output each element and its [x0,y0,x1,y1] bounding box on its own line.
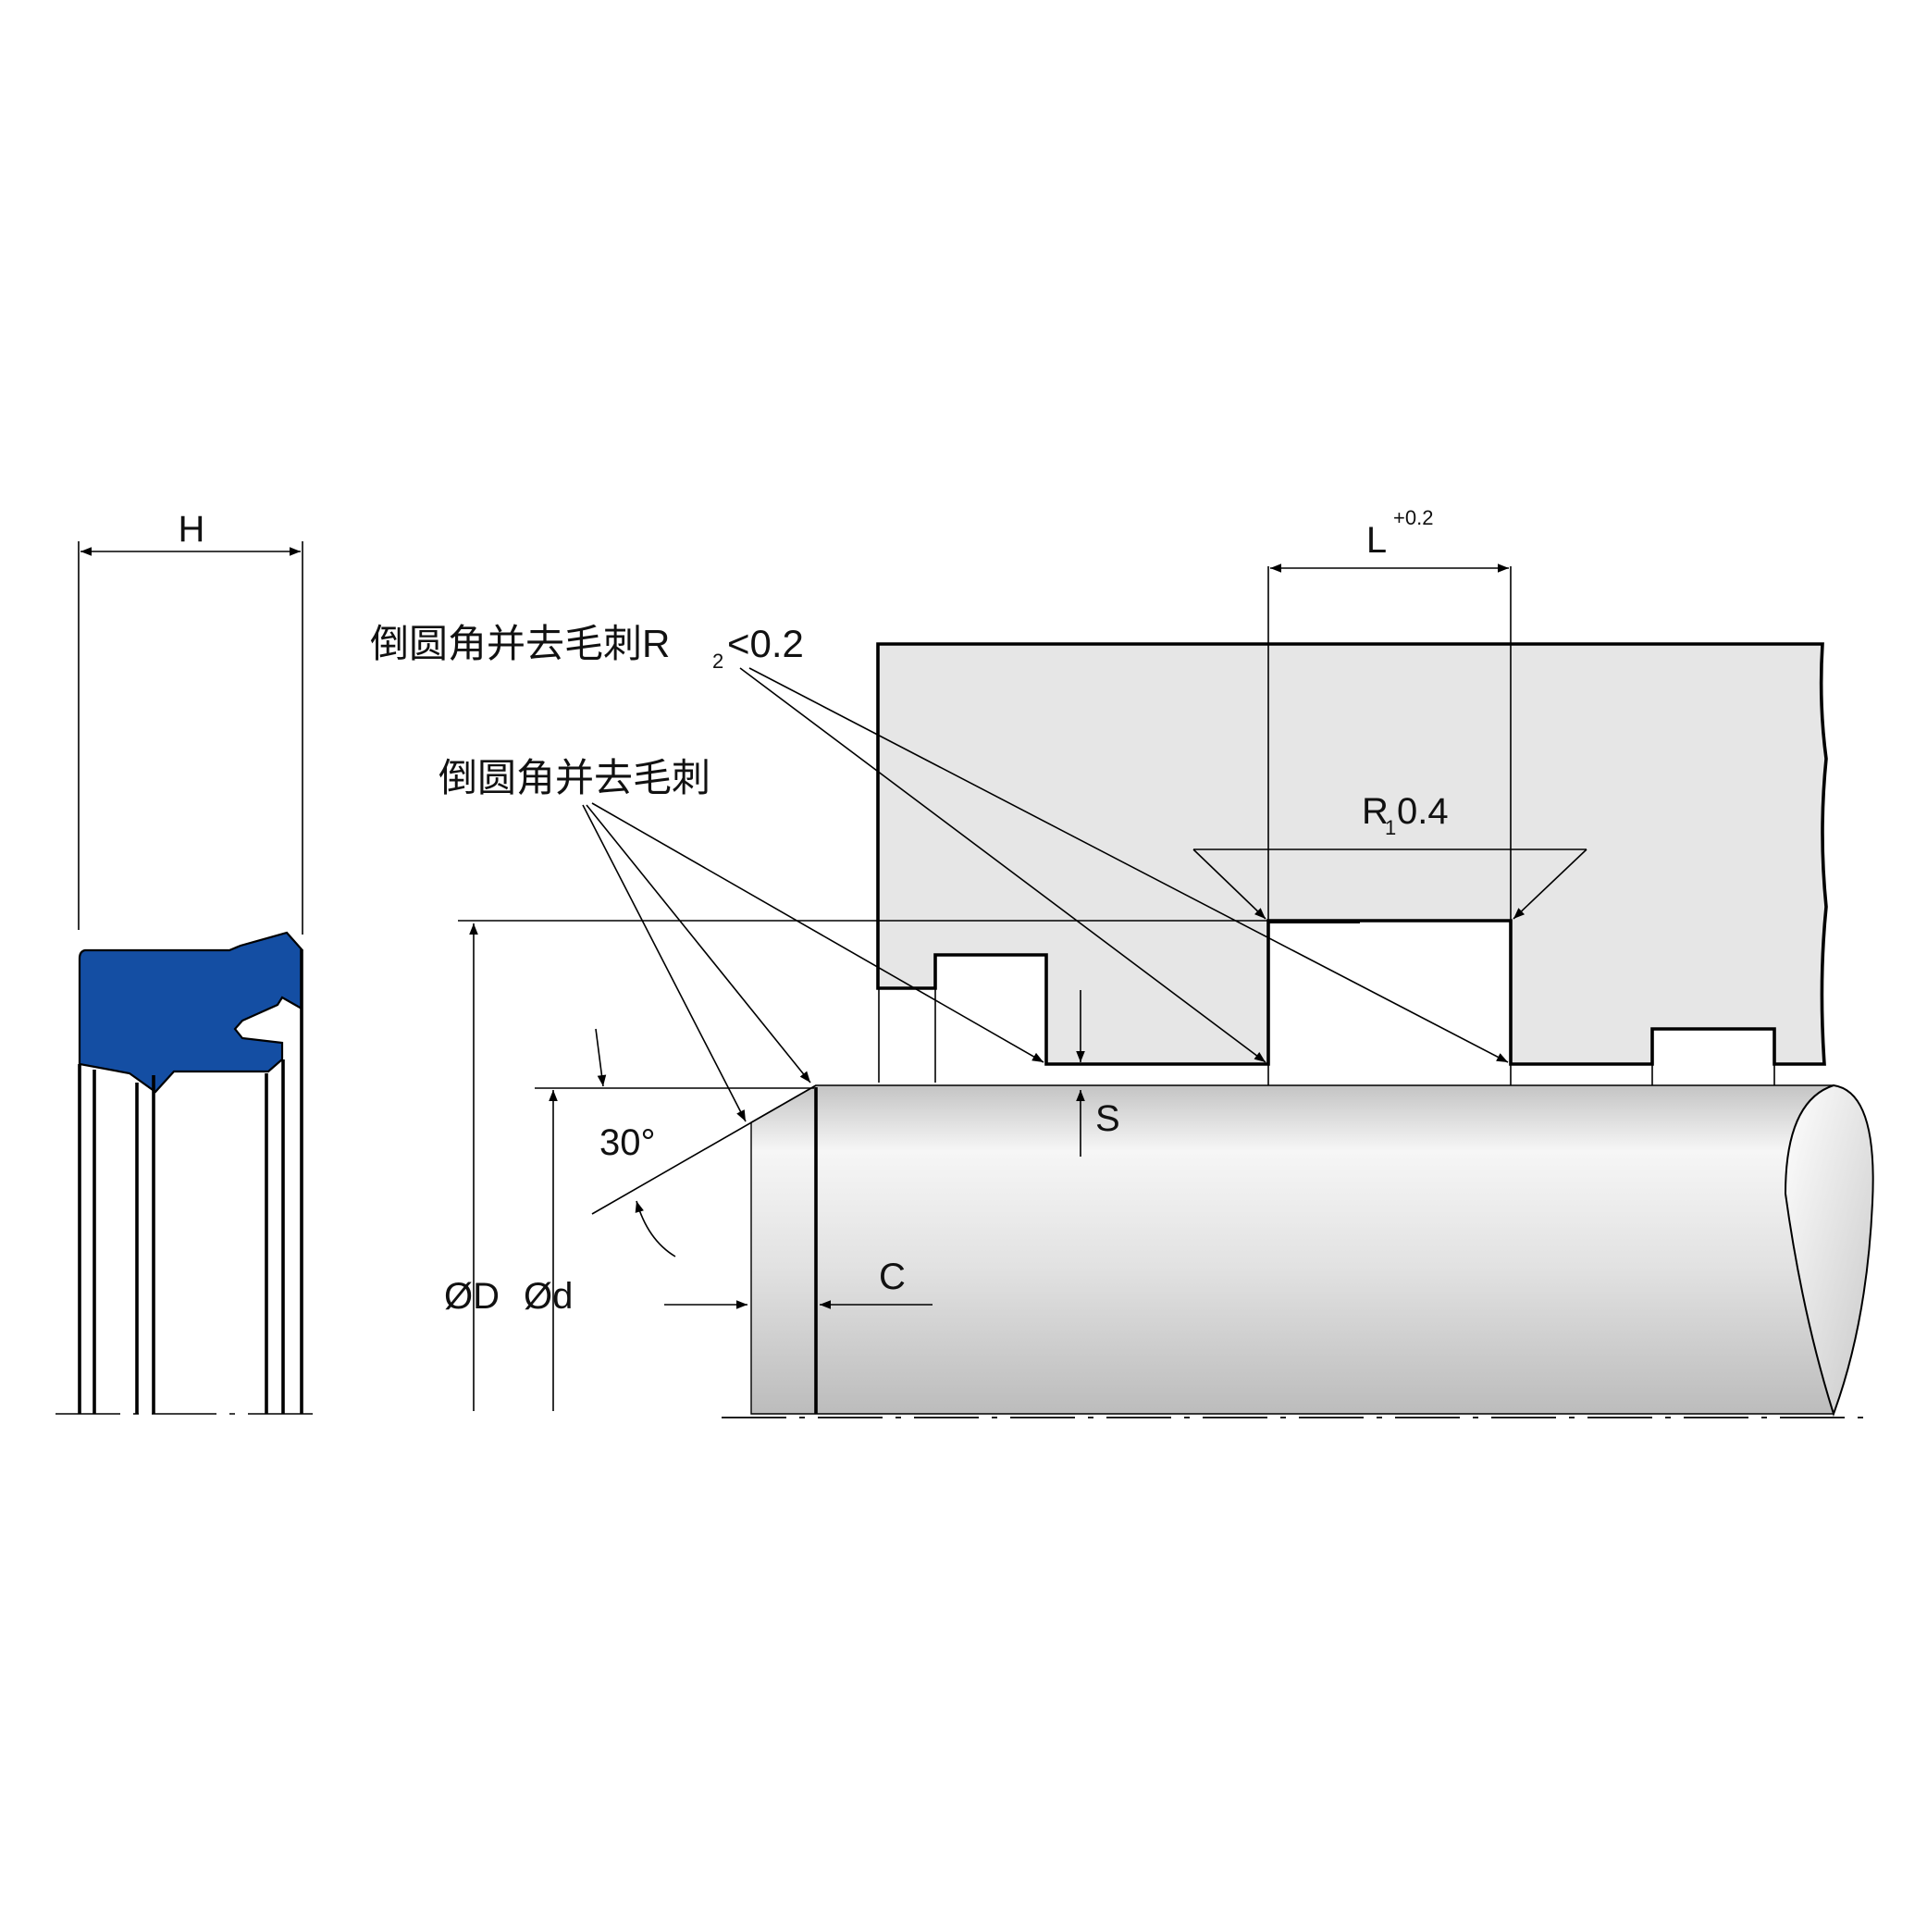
c-dimension: C [664,1257,933,1309]
r1-value: 0.4 [1397,791,1449,832]
seal-section: H [56,509,324,1415]
housing [876,642,1828,1066]
seal-section-lines [78,949,303,1414]
chamfer-r2-callout: 倒圆角并去毛刺R 2 <0.2 [370,622,1509,1063]
s-label: S [1095,1098,1120,1139]
r1-subscript: 1 [1385,816,1396,839]
r1-callout: R 1 0.4 [1192,791,1587,920]
chamfer-text: 倒圆角并去毛刺 [439,756,710,799]
seal-body [78,931,303,1094]
dia-inner-label: Ød [524,1276,573,1317]
c-label: C [879,1257,906,1297]
r1-label: R [1362,791,1389,832]
chamfer-r2-value: <0.2 [727,622,804,665]
housing-body [876,642,1828,1066]
rod [722,1084,1874,1418]
chamfer-r2-subscript: 2 [712,650,723,673]
rod-end-face [1784,1084,1874,1418]
h-label: H [179,509,205,550]
angle-dimension: 30° [591,1028,817,1257]
l-dimension: L +0.2 [1270,506,1509,573]
chamfer-callout: 倒圆角并去毛刺 [439,756,1044,1122]
l-tolerance: +0.2 [1393,506,1433,529]
rod-body [750,1084,1834,1415]
angle-label: 30° [599,1122,656,1163]
chamfer-r2-text: 倒圆角并去毛刺R [370,622,670,665]
dia-outer-label: ØD [444,1276,500,1317]
extension-lines [458,566,1775,1089]
s-dimension: S [1076,990,1120,1157]
diameter-dimensions: ØD Ød [444,923,573,1411]
l-label: L [1366,520,1387,561]
